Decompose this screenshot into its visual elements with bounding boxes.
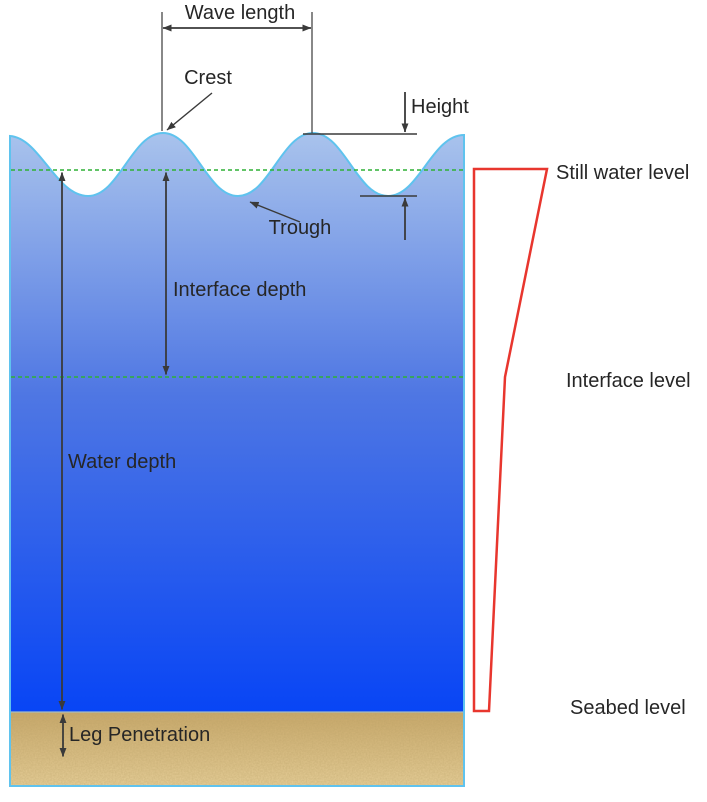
height-label: Height xyxy=(411,96,469,118)
seabed-level-label: Seabed level xyxy=(570,697,686,719)
water-body xyxy=(9,131,465,787)
dimension-lines xyxy=(58,12,417,757)
profile-outline xyxy=(472,167,549,713)
crest-label: Crest xyxy=(184,67,232,89)
water-depth-label: Water depth xyxy=(68,451,177,473)
still-water-level-label: Still water level xyxy=(556,162,690,184)
trough-pointer-arrow xyxy=(249,201,301,223)
interface-level-label: Interface level xyxy=(566,370,691,392)
wave-length-label: Wave length xyxy=(184,2,296,24)
interface-depth-label: Interface depth xyxy=(173,279,307,301)
seabed-sand-texture xyxy=(11,712,463,785)
trough-label: Trough xyxy=(268,217,332,239)
crest-pointer-arrow xyxy=(166,92,213,131)
leg-penetration-label: Leg Penetration xyxy=(69,724,211,746)
